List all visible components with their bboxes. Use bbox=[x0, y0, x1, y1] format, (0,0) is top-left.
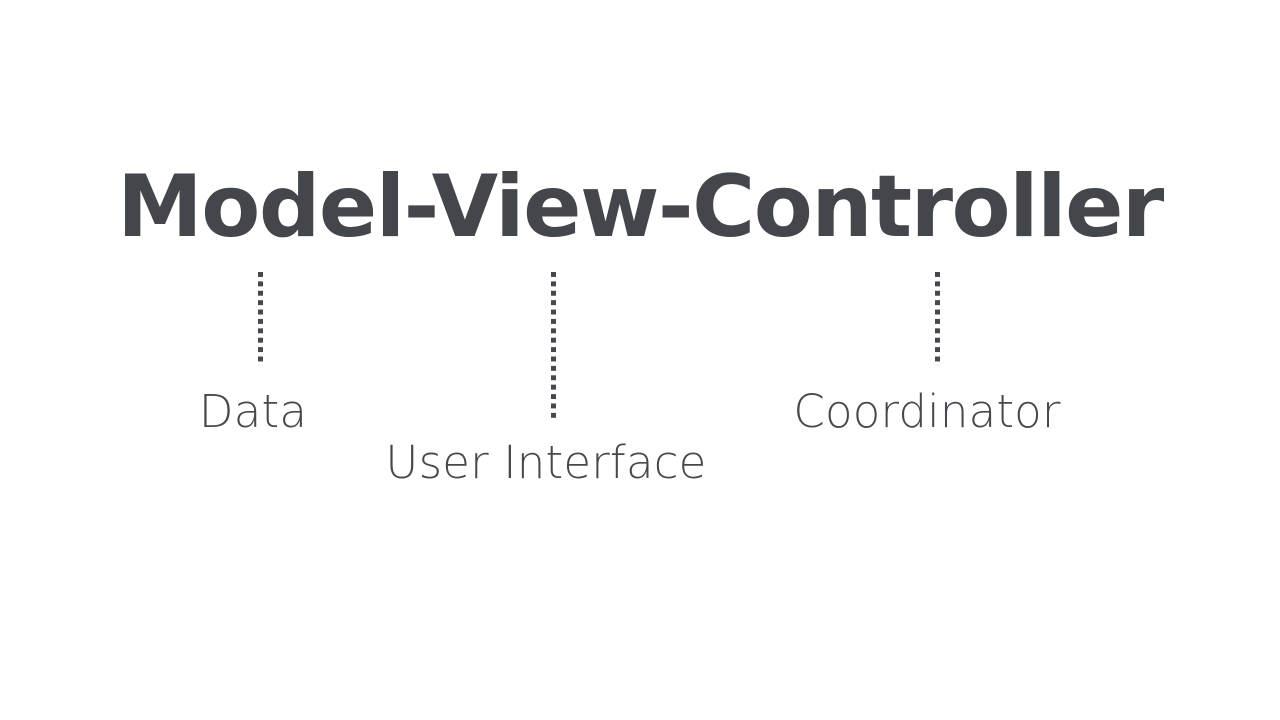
connector-line-model bbox=[258, 272, 263, 366]
annotation-label-controller: Coordinator bbox=[793, 385, 1061, 438]
annotation-label-model: Data bbox=[198, 385, 308, 438]
annotation-label-view: User Interface bbox=[385, 436, 707, 489]
page-title: Model-View-Controller bbox=[117, 157, 1164, 257]
connector-line-controller bbox=[935, 272, 940, 366]
connector-line-view bbox=[551, 272, 556, 419]
